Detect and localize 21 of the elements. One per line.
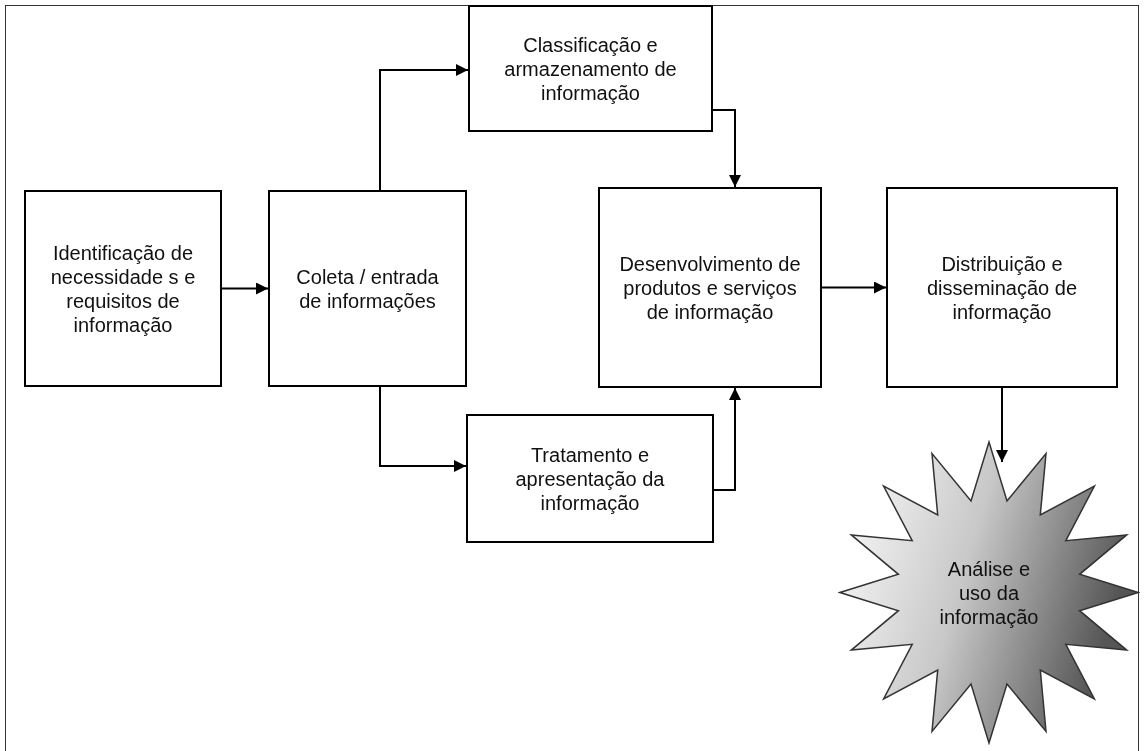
process-box (598, 187, 822, 388)
node-label: Tratamento e apresentação da informação (514, 442, 666, 515)
starburst-shape (838, 440, 1140, 745)
arrow (379, 386, 467, 472)
arrow (712, 109, 741, 188)
process-box (466, 414, 714, 543)
arrow (821, 281, 887, 294)
node-label: Classificação e armazenamento de informação (503, 32, 678, 105)
node-label: Identificação de necessidade s e requisitos de informação (49, 240, 197, 337)
process-box (24, 190, 222, 387)
process-box (268, 190, 467, 387)
arrow (379, 64, 469, 191)
node-label: Distribuição e disseminação de informação (925, 251, 1079, 324)
node-label: Análise e uso da informação (938, 556, 1040, 629)
node-label: Coleta / entrada de informações (295, 264, 440, 313)
process-box (886, 187, 1118, 388)
arrow (713, 387, 741, 491)
process-box (468, 5, 713, 132)
arrow (996, 387, 1008, 463)
node-label: Desenvolvimento de produtos e serviços de informação (618, 251, 802, 324)
arrow (221, 282, 269, 295)
